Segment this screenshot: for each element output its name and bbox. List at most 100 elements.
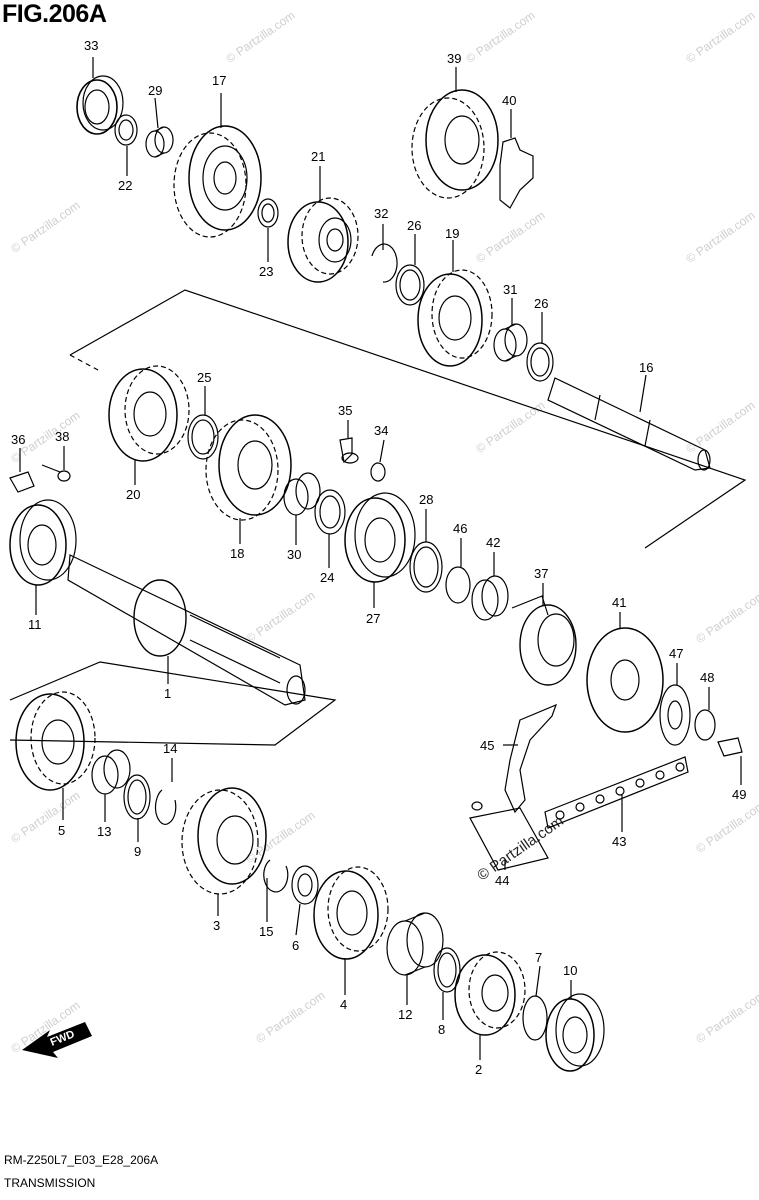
washer-8 xyxy=(433,947,461,993)
part-label-2: 2 xyxy=(475,1062,483,1077)
part-label-33: 33 xyxy=(84,38,99,53)
sprocket-41 xyxy=(586,627,664,733)
part-label-28: 28 xyxy=(419,492,434,507)
part-label-39: 39 xyxy=(447,51,462,66)
bearing-10 xyxy=(545,993,605,1072)
gear-21 xyxy=(287,197,359,283)
part-label-25: 25 xyxy=(197,370,212,385)
gear-20 xyxy=(108,365,190,462)
plate-40 xyxy=(499,137,534,209)
bearing-33 xyxy=(76,75,124,135)
bearing-11 xyxy=(9,499,77,586)
part-label-11: 11 xyxy=(28,617,42,632)
washer-47 xyxy=(659,684,691,746)
part-label-45: 45 xyxy=(480,738,495,753)
washer-22 xyxy=(114,114,138,146)
part-label-8: 8 xyxy=(438,1022,446,1037)
gear-39 xyxy=(411,89,499,199)
model-code: RM-Z250L7_E03_E28_206A xyxy=(4,1153,159,1167)
part-label-27: 27 xyxy=(366,611,381,626)
part-label-40: 40 xyxy=(502,93,517,108)
part-label-46: 46 xyxy=(453,521,468,536)
part-label-10: 10 xyxy=(563,963,578,978)
part-label-49: 49 xyxy=(732,787,747,802)
part-label-1: 1 xyxy=(164,686,172,701)
bearing-27 xyxy=(344,492,416,583)
bushing-13 xyxy=(91,749,131,795)
washer-25 xyxy=(187,414,219,460)
seal-28 xyxy=(409,541,443,593)
part-label-26a: 26 xyxy=(407,218,422,233)
clip-36 xyxy=(9,471,35,493)
part-label-24: 24 xyxy=(320,570,335,585)
bushing-31 xyxy=(493,323,528,362)
bolt-49 xyxy=(717,737,743,757)
spacer-42 xyxy=(471,575,509,621)
part-label-19: 19 xyxy=(445,226,460,241)
joint-44 xyxy=(469,801,549,871)
screw-38 xyxy=(41,464,61,473)
adapter-37 xyxy=(511,595,577,686)
circlip-15 xyxy=(263,859,289,893)
part-label-5: 5 xyxy=(58,823,66,838)
part-label-23: 23 xyxy=(259,264,274,279)
chain-43 xyxy=(544,756,689,829)
part-label-9: 9 xyxy=(134,844,142,859)
countershaft-boundary xyxy=(69,289,747,549)
countershaft-16 xyxy=(547,377,711,471)
washer-6 xyxy=(291,865,319,905)
gear-17 xyxy=(173,125,262,238)
part-label-26b: 26 xyxy=(534,296,549,311)
part-label-34: 34 xyxy=(374,423,389,438)
part-label-31: 31 xyxy=(503,282,518,297)
washer-26 xyxy=(395,264,425,306)
bearing-12 xyxy=(386,912,444,976)
gear-2 xyxy=(454,951,526,1036)
part-label-42: 42 xyxy=(486,535,501,550)
part-label-6: 6 xyxy=(292,938,300,953)
part-label-16: 16 xyxy=(639,360,654,375)
guard-45 xyxy=(504,703,558,814)
gear-4 xyxy=(313,866,389,960)
washer-48 xyxy=(694,709,716,741)
part-label-15: 15 xyxy=(259,924,274,939)
fwd-arrow-icon: FWD xyxy=(22,1022,92,1058)
gear-19 xyxy=(417,269,493,367)
part-label-35: 35 xyxy=(338,403,353,418)
driveshaft-1 xyxy=(67,554,306,706)
washer-9 xyxy=(123,774,151,820)
part-label-4: 4 xyxy=(340,997,348,1012)
washer-23 xyxy=(257,198,279,228)
part-label-37: 37 xyxy=(534,566,549,581)
figure-title: FIG.206A xyxy=(2,0,107,28)
part-label-14: 14 xyxy=(163,741,178,756)
part-label-36: 36 xyxy=(11,432,26,447)
part-label-13: 13 xyxy=(97,824,112,839)
gear-3 xyxy=(181,787,267,895)
oring-46 xyxy=(445,566,471,604)
washer-7 xyxy=(522,995,548,1041)
part-label-41: 41 xyxy=(612,595,627,610)
gear-18 xyxy=(205,414,292,521)
part-label-3: 3 xyxy=(213,918,221,933)
part-label-18: 18 xyxy=(230,546,245,561)
bolt-35 xyxy=(339,437,353,464)
driveshaft-boundary xyxy=(9,661,337,746)
washer-24 xyxy=(314,489,346,535)
circlip-14 xyxy=(155,789,177,826)
part-label-20: 20 xyxy=(126,487,141,502)
washer-34 xyxy=(370,462,386,482)
part-label-32: 32 xyxy=(374,206,389,221)
part-label-44: 44 xyxy=(495,873,510,888)
part-label-43: 43 xyxy=(612,834,627,849)
part-label-48: 48 xyxy=(700,670,715,685)
part-label-17: 17 xyxy=(212,73,227,88)
part-label-21: 21 xyxy=(311,149,326,164)
part-label-47: 47 xyxy=(669,646,684,661)
bushing-29 xyxy=(145,126,174,158)
washer-26b xyxy=(526,342,554,382)
circlip-32 xyxy=(371,243,398,283)
gear-5 xyxy=(15,691,96,791)
